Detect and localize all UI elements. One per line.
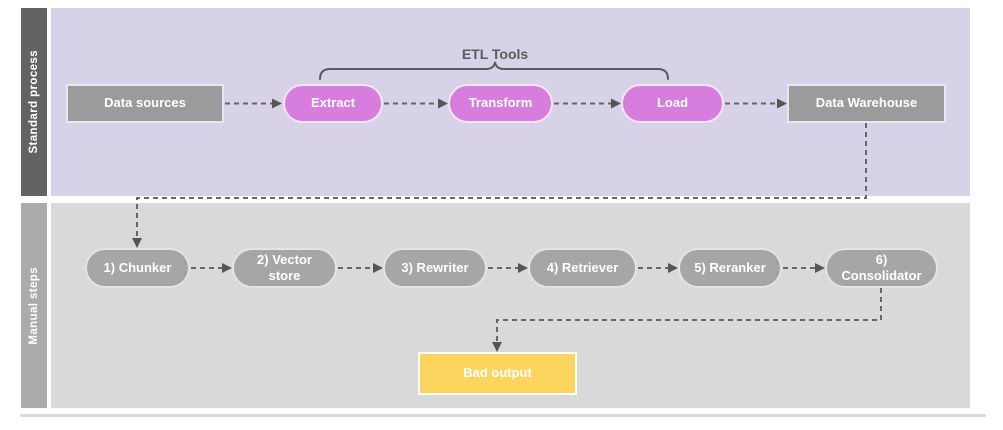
- lane-label-manual-steps: Manual steps: [21, 203, 47, 408]
- node-load: Load: [621, 84, 724, 123]
- node-consolidator: 6) Consolidator: [825, 248, 938, 288]
- node-retriever-label: 4) Retriever: [546, 259, 619, 275]
- lane-label-standard-process-text: Standard process: [28, 50, 40, 154]
- node-rewriter: 3) Rewriter: [383, 248, 487, 288]
- etl-tools-label: ETL Tools: [461, 46, 529, 62]
- node-vector-store-label: 2) Vector store: [257, 251, 312, 283]
- node-bad-output-label: Bad output: [463, 365, 532, 381]
- node-retriever: 4) Retriever: [528, 248, 637, 288]
- node-data-sources-label: Data sources: [104, 95, 186, 111]
- node-chunker-label: 1) Chunker: [103, 259, 172, 275]
- node-vector-store: 2) Vector store: [232, 248, 337, 288]
- node-reranker: 5) Reranker: [678, 248, 782, 288]
- node-data-warehouse: Data Warehouse: [787, 84, 946, 123]
- node-chunker: 1) Chunker: [85, 248, 190, 288]
- lane-label-standard-process: Standard process: [21, 8, 47, 196]
- node-reranker-label: 5) Reranker: [694, 259, 766, 275]
- node-load-label: Load: [656, 95, 689, 111]
- node-bad-output: Bad output: [418, 352, 577, 395]
- bottom-divider-line: [20, 414, 986, 417]
- node-rewriter-label: 3) Rewriter: [401, 259, 469, 275]
- node-consolidator-label: 6) Consolidator: [841, 251, 922, 283]
- node-data-sources: Data sources: [66, 84, 224, 123]
- lane-label-manual-steps-text: Manual steps: [28, 266, 40, 345]
- node-transform-label: Transform: [468, 95, 533, 111]
- node-transform: Transform: [448, 84, 553, 123]
- node-data-warehouse-label: Data Warehouse: [815, 95, 918, 111]
- node-extract-label: Extract: [310, 95, 356, 111]
- node-extract: Extract: [283, 84, 383, 123]
